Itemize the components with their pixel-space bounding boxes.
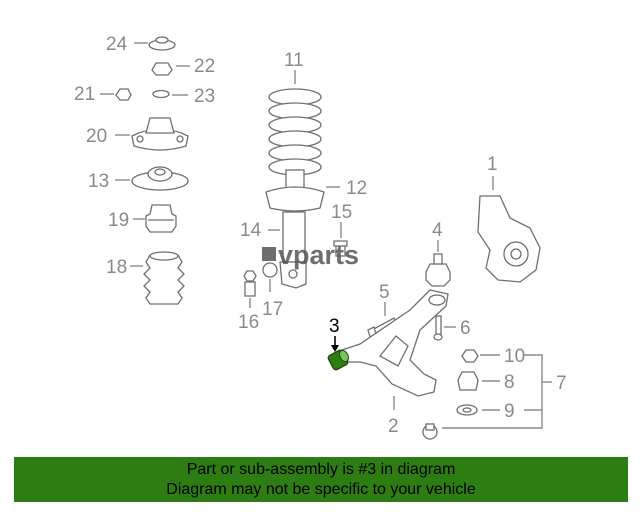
callout-7: 7 xyxy=(556,373,567,394)
callout-5: 5 xyxy=(379,282,390,303)
callout-4: 4 xyxy=(432,220,443,241)
part-4-bushing[interactable] xyxy=(425,253,451,287)
part-20-mount[interactable] xyxy=(131,117,189,151)
part-24-cap[interactable] xyxy=(148,36,176,51)
callout-18: 18 xyxy=(106,257,127,278)
callout-24: 24 xyxy=(106,34,128,55)
part-22-nut[interactable] xyxy=(151,62,173,76)
vparts-watermark: vparts xyxy=(262,240,359,270)
callout-2: 2 xyxy=(388,416,399,437)
part-10-nut[interactable] xyxy=(461,349,479,363)
callout-9: 9 xyxy=(504,401,515,422)
part-12-spring-seat[interactable] xyxy=(265,186,325,212)
part-19-bumper[interactable] xyxy=(145,204,177,233)
info-banner: Part or sub-assembly is #3 in diagram Di… xyxy=(14,457,628,502)
part-18-boot[interactable] xyxy=(143,251,185,305)
callout-15: 15 xyxy=(331,202,352,223)
callout-3: 3 xyxy=(329,316,340,337)
callout-8: 8 xyxy=(504,372,515,393)
part-13-bearing[interactable] xyxy=(131,166,189,191)
callout-6: 6 xyxy=(460,318,471,339)
part-21-nut[interactable] xyxy=(115,88,132,101)
banner-line-2: Diagram may not be specific to your vehi… xyxy=(166,481,476,498)
part-8-bushing[interactable] xyxy=(457,371,479,391)
part-3-bushing-highlighted[interactable] xyxy=(327,349,350,371)
part-15-bolt[interactable] xyxy=(333,240,348,257)
part-ball-joint[interactable] xyxy=(422,423,438,440)
callout-20: 20 xyxy=(86,126,107,147)
svg-text:vparts: vparts xyxy=(278,240,359,270)
callout-1: 1 xyxy=(487,154,498,175)
callout-10: 10 xyxy=(504,346,525,367)
banner-line-1: Part or sub-assembly is #3 in diagram xyxy=(186,461,456,478)
callout-21: 21 xyxy=(74,84,95,105)
callout-12: 12 xyxy=(346,178,367,199)
callout-14: 14 xyxy=(240,220,262,241)
callout-17: 17 xyxy=(262,299,283,320)
part-16-nut[interactable] xyxy=(243,270,257,297)
part-11-spring[interactable] xyxy=(268,88,322,176)
part-17-washer[interactable] xyxy=(262,262,278,278)
callout-19: 19 xyxy=(108,210,129,231)
callout-23: 23 xyxy=(194,86,215,107)
part-6-bolt[interactable] xyxy=(433,315,443,341)
parts-diagram: 24 22 21 23 20 13 19 18 xyxy=(74,34,567,440)
callout-16: 16 xyxy=(238,312,259,333)
part-23-washer[interactable] xyxy=(152,89,170,99)
part-9-washer[interactable] xyxy=(456,404,478,416)
callout-11: 11 xyxy=(284,50,304,71)
part-14-strut[interactable] xyxy=(279,169,307,289)
callout-13: 13 xyxy=(88,171,109,192)
part-2-control-arm[interactable] xyxy=(341,289,449,397)
callout-22: 22 xyxy=(194,56,215,77)
part-1-knuckle[interactable] xyxy=(477,195,541,283)
